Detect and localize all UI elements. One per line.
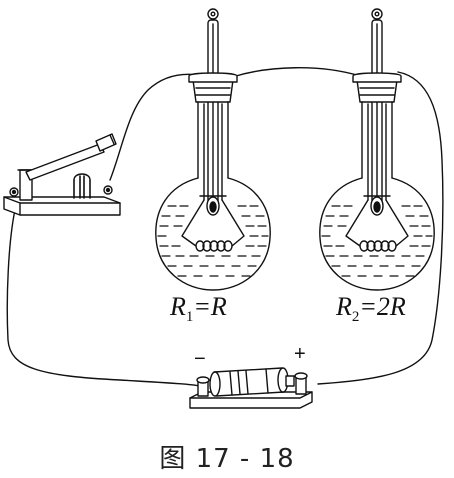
r2-symbol: R [336,292,352,321]
r1-value: =R [193,292,227,321]
liquid-right [321,205,433,277]
heating-coil-left [195,240,233,252]
right-flask [319,8,435,291]
circuit-wires [6,67,444,387]
r1-symbol: R [170,292,186,321]
figure-caption: 图 17 - 18 [159,444,295,474]
thermometer-icon [206,8,220,216]
r1-subscript: 1 [185,309,194,326]
liquid-left [157,205,269,277]
r2-subscript: 2 [351,309,360,326]
r2-value: =2R [359,292,406,321]
battery-icon [189,367,313,409]
battery-negative-sign: − [194,348,206,370]
resistor-label-r2: R2=2R [336,292,406,326]
battery-positive-sign: + [294,343,306,365]
thermometer-icon [370,8,384,216]
resistor-label-r1: R1=R [170,292,227,326]
left-flask [155,8,271,291]
heating-coil-right [359,240,397,252]
knife-switch-icon [3,133,121,216]
